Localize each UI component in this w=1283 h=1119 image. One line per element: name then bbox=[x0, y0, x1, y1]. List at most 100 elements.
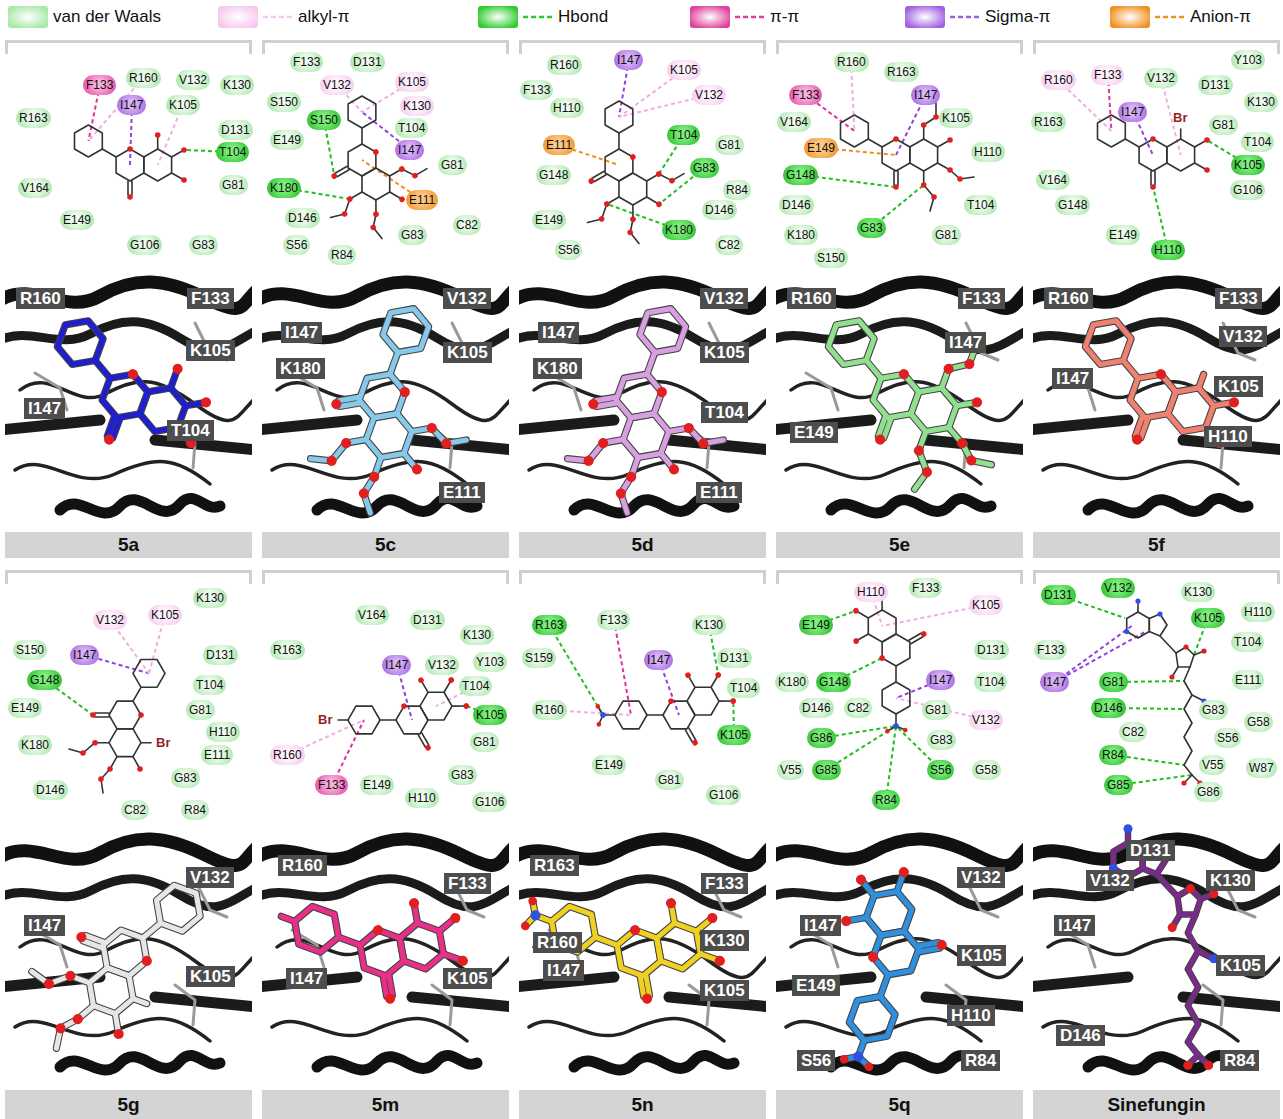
compound-name: 5d bbox=[631, 534, 653, 555]
residue-name: K130 bbox=[1210, 871, 1251, 890]
bond bbox=[1199, 374, 1204, 388]
residue-name: K105 bbox=[961, 946, 1002, 965]
ligand-structure bbox=[286, 86, 446, 256]
residue-name: K105 bbox=[476, 708, 504, 722]
residue-circle: V55 bbox=[1199, 755, 1226, 775]
residue-name: F133 bbox=[86, 78, 113, 92]
residue-name: R84 bbox=[965, 1051, 996, 1070]
residue-name: V164 bbox=[1039, 173, 1067, 187]
ligand-structure bbox=[841, 103, 975, 211]
protein-ribbons bbox=[776, 839, 1023, 1070]
residue-circle: E111 bbox=[543, 135, 575, 155]
oxygen-atom bbox=[587, 177, 595, 185]
ring-bond bbox=[863, 890, 916, 938]
oxygen-atom bbox=[920, 466, 933, 479]
residue-circle: F133 bbox=[1034, 640, 1067, 660]
residue-circle: F133 bbox=[520, 80, 553, 100]
residue-label: V132 bbox=[186, 867, 234, 888]
ribbon bbox=[806, 373, 838, 410]
residue-name: G106 bbox=[709, 788, 738, 802]
residue-label: V132 bbox=[957, 867, 1005, 888]
residue-label: E149 bbox=[790, 422, 838, 443]
residue-name: I147 bbox=[1058, 916, 1091, 935]
residue-name: G81 bbox=[718, 138, 741, 152]
ribbon bbox=[262, 420, 357, 430]
bond bbox=[133, 687, 141, 701]
residue-circle: T104 bbox=[1231, 632, 1264, 652]
residue-circle: R84 bbox=[181, 800, 209, 820]
oxygen-atom bbox=[595, 703, 601, 709]
residue-name: E149 bbox=[595, 758, 623, 772]
nitrogen-atom bbox=[852, 1051, 864, 1063]
legend-item: π-π bbox=[690, 5, 799, 29]
residue-name: G81 bbox=[222, 178, 245, 192]
legend-item: van der Waals bbox=[8, 5, 161, 29]
residue-name: K105 bbox=[704, 343, 745, 362]
oxygen-atom bbox=[103, 433, 116, 446]
residue-circle: G81 bbox=[219, 175, 248, 195]
residue-circle: D131 bbox=[350, 52, 385, 72]
oxygen-atom bbox=[426, 422, 438, 434]
residue-name: T104 bbox=[462, 679, 489, 693]
residue-name: K180 bbox=[280, 359, 321, 378]
residue-name: G106 bbox=[1233, 183, 1262, 197]
residue-name: E111 bbox=[700, 483, 738, 502]
residue-circle: K130 bbox=[193, 588, 227, 608]
oxygen-atom bbox=[655, 170, 663, 178]
residue-circle: K105 bbox=[473, 705, 507, 725]
ring-bond bbox=[379, 307, 432, 355]
residue-name: V132 bbox=[323, 78, 351, 92]
compound-name-bar: 5c bbox=[262, 532, 509, 558]
residue-circle: E149 bbox=[799, 615, 833, 635]
residue-name: E149 bbox=[63, 213, 91, 227]
atom-label: Br bbox=[1173, 110, 1187, 125]
oxygen-atom bbox=[931, 194, 937, 200]
residue-circle: R160 bbox=[126, 68, 161, 88]
residue-name: H110 bbox=[553, 101, 581, 115]
residue-name: G148 bbox=[1058, 198, 1087, 212]
ring-bond bbox=[910, 139, 938, 171]
oxygen-atom bbox=[42, 977, 55, 990]
residue-name: K105 bbox=[447, 343, 488, 362]
residue-circle: T104 bbox=[395, 118, 428, 138]
protein-ribbons bbox=[519, 839, 766, 1070]
residue-circle: K105 bbox=[1231, 155, 1265, 175]
residue-circle: H110 bbox=[550, 98, 584, 118]
residue-name: K130 bbox=[695, 618, 723, 632]
residue-name: R160 bbox=[1044, 73, 1073, 87]
residue-name: G81 bbox=[1212, 118, 1235, 132]
residue-circle: S56 bbox=[555, 240, 582, 260]
residue-name: G83 bbox=[174, 771, 197, 785]
residue-circle: T104 bbox=[974, 672, 1007, 692]
ligand-structure bbox=[337, 657, 479, 782]
residue-circle: G148 bbox=[27, 670, 62, 690]
residue-circle: R84 bbox=[872, 790, 900, 810]
ring-bond bbox=[655, 920, 703, 973]
residue-name: G83 bbox=[451, 768, 474, 782]
residue-name: K180 bbox=[270, 181, 298, 195]
ligand-structure bbox=[519, 866, 730, 1023]
oxygen-atom bbox=[1228, 396, 1241, 409]
oxygen-atom bbox=[691, 739, 699, 747]
residue-name: R84 bbox=[184, 803, 206, 817]
residue-name: V132 bbox=[447, 289, 487, 308]
residue-circle: E111 bbox=[1232, 670, 1264, 690]
residue-label: K105 bbox=[700, 980, 749, 1001]
oxygen-atom bbox=[368, 471, 380, 483]
residue-name: T104 bbox=[398, 121, 425, 135]
residue-name: G81 bbox=[935, 228, 958, 242]
ring-bond bbox=[133, 660, 165, 688]
bond bbox=[884, 419, 891, 438]
oxygen-atom bbox=[852, 607, 860, 615]
residue-circle: G81 bbox=[932, 225, 961, 245]
residue-circle: I147 bbox=[70, 645, 99, 665]
oxygen-atom bbox=[1201, 648, 1206, 653]
residue-name: H110 bbox=[408, 791, 436, 805]
residue-name: R84 bbox=[726, 183, 748, 197]
residue-circle: T104 bbox=[193, 675, 226, 695]
residue-circle: G81 bbox=[1099, 672, 1128, 692]
residue-circle: E149 bbox=[270, 130, 304, 150]
oxygen-atom bbox=[626, 229, 634, 237]
oxygen-atom bbox=[138, 712, 144, 718]
oxygen-atom bbox=[1131, 433, 1144, 446]
